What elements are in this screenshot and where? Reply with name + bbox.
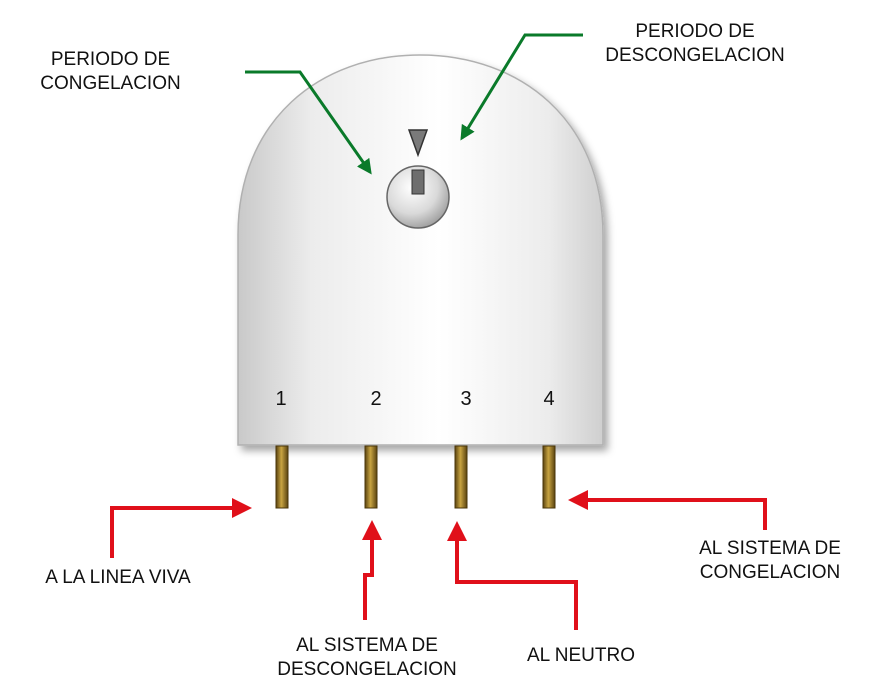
knob-slot xyxy=(411,169,425,195)
live-line-text: A LA LINEA VIVA xyxy=(45,567,191,588)
defrost-period-label: PERIODO DE DESCONGELACION xyxy=(590,20,800,68)
pin-2 xyxy=(364,445,378,509)
defrost-period-line-1: PERIODO DE xyxy=(635,21,755,42)
live-line-label: A LA LINEA VIVA xyxy=(18,566,218,590)
pin-number-2: 2 xyxy=(370,388,382,410)
indicator-triangle xyxy=(407,129,429,158)
defrost-system-line-1: AL SISTEMA DE xyxy=(296,635,438,656)
pin-3 xyxy=(454,445,468,509)
freeze-period-line-1: PERIODO DE xyxy=(50,49,171,70)
defrost-system-label: AL SISTEMA DE DESCONGELACION xyxy=(262,634,472,682)
freeze-system-line-2: CONGELACION xyxy=(699,562,841,583)
freeze-period-arrow xyxy=(245,70,372,175)
pin-number-4: 4 xyxy=(543,388,555,410)
pin-number-1: 1 xyxy=(275,388,287,410)
defrost-period-line-2: DESCONGELACION xyxy=(605,45,785,66)
defrost-system-arrow xyxy=(362,520,382,620)
neutral-label: AL NEUTRO xyxy=(516,644,646,668)
live-line-arrow xyxy=(110,498,252,558)
freeze-period-label: PERIODO DE CONGELACION xyxy=(28,48,193,96)
defrost-period-arrow xyxy=(460,33,583,141)
timer-knob[interactable] xyxy=(386,165,450,229)
pin-number-3: 3 xyxy=(460,388,472,410)
neutral-text: AL NEUTRO xyxy=(526,645,636,666)
defrost-system-line-2: DESCONGELACION xyxy=(277,659,457,680)
pin-4 xyxy=(542,445,556,509)
neutral-arrow xyxy=(447,521,578,630)
timer-body xyxy=(237,54,604,446)
freeze-system-label: AL SISTEMA DE CONGELACION xyxy=(680,537,860,585)
freeze-system-line-1: AL SISTEMA DE xyxy=(699,538,841,559)
pin-1 xyxy=(275,445,289,509)
freeze-system-arrow xyxy=(568,490,767,530)
freeze-period-line-2: CONGELACION xyxy=(40,73,181,94)
